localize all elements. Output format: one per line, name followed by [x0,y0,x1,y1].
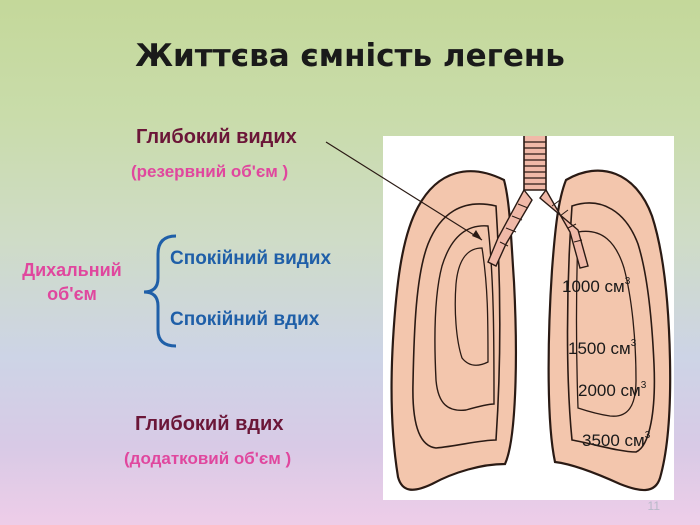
supplementary-volume-label: (додатковий об'єм ) [124,449,292,468]
calm-inhale-label: Спокійний вдих [170,309,320,330]
left-lung [390,170,517,491]
pointer-line [325,141,483,241]
volume-3500: 3500 см3 [582,430,651,450]
slide-number: 11 [647,499,660,513]
trachea-rings [524,141,546,185]
tidal-volume-line2: об'єм [47,284,97,304]
volume-2000: 2000 см3 [578,380,647,400]
slide-title: Життєва ємність легень [135,38,565,74]
curly-brace [143,234,177,348]
volume-1000: 1000 см3 [562,276,631,296]
tidal-volume-line1: Дихальний [22,260,122,280]
left-bronchus [487,188,533,267]
volume-1500: 1500 см3 [568,338,637,358]
reserve-volume-label: (резервний об'єм ) [131,162,289,181]
right-bronchus [539,188,589,269]
tidal-volume-label: Дихальний об'єм [12,258,132,306]
deep-exhale-label: Глибокий видих [136,126,297,148]
calm-exhale-label: Спокійний видих [170,248,332,269]
deep-inhale-label: Глибокий вдих [135,413,284,435]
